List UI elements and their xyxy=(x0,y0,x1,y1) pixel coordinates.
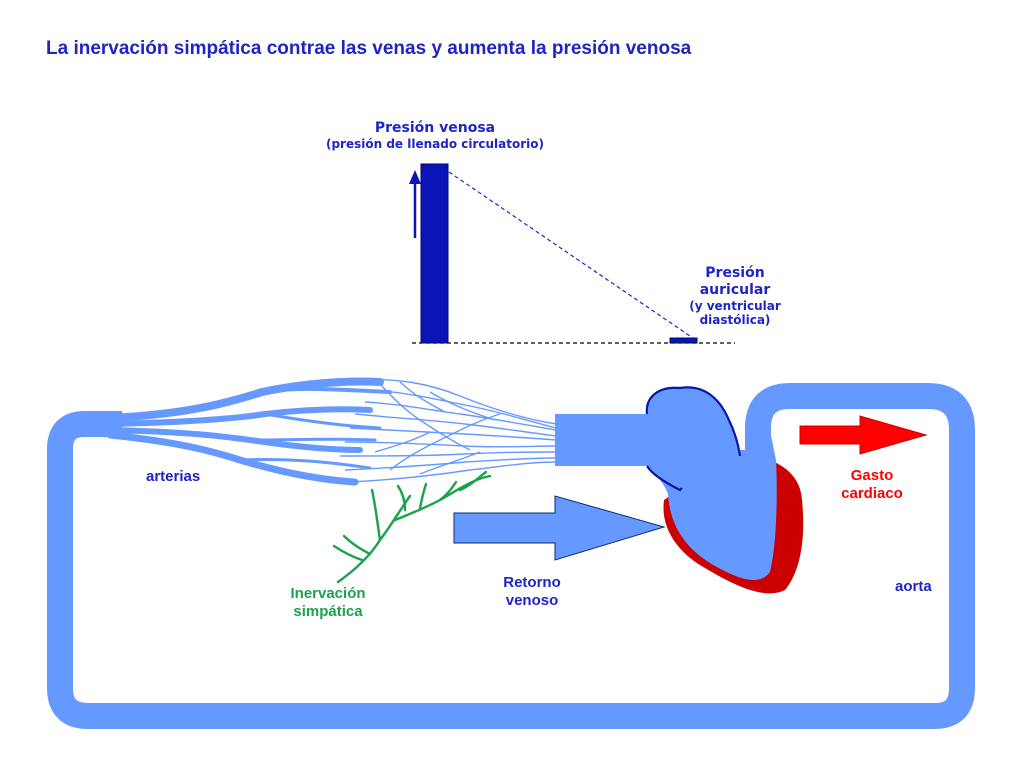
pressure-gradient-line xyxy=(448,171,691,337)
right-heart xyxy=(646,387,777,580)
venous-return-arrow-icon xyxy=(453,495,666,561)
venous-pressure-title: Presión venosa xyxy=(374,120,496,136)
venous-pressure-subtitle: (presión de llenado circulatorio) xyxy=(325,136,545,151)
atrial-pressure-label: Presión auricular (y ventricular diastól… xyxy=(665,265,805,327)
capillary-network xyxy=(339,378,557,483)
venous-return-label: Retorno venoso xyxy=(472,574,592,610)
atrial-pressure-line4: diastólica) xyxy=(699,312,771,327)
cardiac-output-arrow-icon xyxy=(799,415,928,455)
aorta-label: aorta xyxy=(895,578,932,595)
pressure-chart xyxy=(409,163,735,344)
atrial-pressure-bar xyxy=(669,337,698,344)
cardiac-output-line2: cardiaco xyxy=(841,485,903,502)
circulation-loop-vessel xyxy=(47,383,975,729)
right-atrium-outline xyxy=(645,386,742,457)
arteries xyxy=(106,377,392,486)
atrial-pressure-line3: (y ventricular xyxy=(689,298,781,313)
cardiac-output-line1: Gasto xyxy=(850,467,894,484)
venous-return-line1: Retorno xyxy=(503,574,561,591)
cardiac-output-label: Gasto cardiaco xyxy=(812,467,932,503)
vena-cava xyxy=(555,414,647,466)
venous-return-line2: venoso xyxy=(505,592,559,609)
atrium-lower-outline xyxy=(646,465,683,492)
atrial-pressure-line1: Presión xyxy=(705,265,765,281)
atrial-pressure-line2: auricular xyxy=(699,281,771,298)
sympathetic-innervation-line2: simpática xyxy=(293,603,363,620)
slide-title: La inervación simpática contrae las vena… xyxy=(46,38,692,59)
heart xyxy=(645,386,804,594)
sympathetic-innervation-line1: Inervación xyxy=(290,585,366,602)
sympathetic-nerve xyxy=(332,470,492,584)
venous-pressure-bar xyxy=(420,163,449,344)
arterias-label: arterias xyxy=(146,468,201,485)
pressure-increase-arrow-icon xyxy=(409,170,421,238)
sympathetic-innervation-label: Inervación simpática xyxy=(268,585,388,621)
venous-pressure-label: Presión venosa (presión de llenado circu… xyxy=(315,120,555,151)
